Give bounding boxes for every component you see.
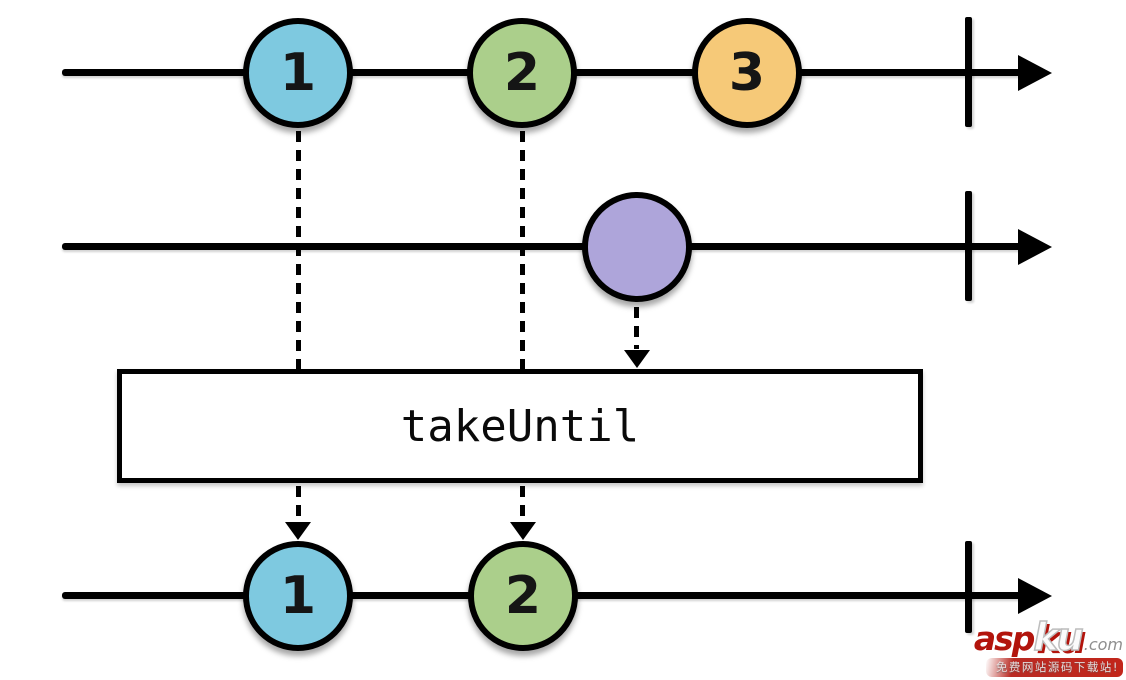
dashed-connector-notifier — [634, 307, 639, 349]
arrowhead-right-icon — [1018, 578, 1052, 614]
watermark: asp ku .com 免费网站源码下载站! — [973, 615, 1123, 677]
watermark-brand-mid: ku — [1033, 615, 1085, 659]
arrowhead-down-icon — [285, 522, 311, 540]
marble-label: 1 — [279, 566, 317, 626]
notifier-marble — [582, 192, 692, 302]
marble-label: 1 — [279, 43, 317, 103]
watermark-brand: asp ku .com — [973, 615, 1123, 659]
completion-bar-icon — [965, 541, 972, 633]
source-marble-2: 2 — [467, 18, 577, 128]
arrowhead-down-icon — [624, 350, 650, 368]
marble-label: 2 — [504, 566, 542, 626]
marble-label: 2 — [503, 43, 541, 103]
source-marble-1: 1 — [243, 18, 353, 128]
watermark-brand-suffix: .com — [1083, 635, 1123, 654]
watermark-tagline: 免费网站源码下载站! — [985, 658, 1123, 677]
notifier-timeline-line — [62, 243, 1038, 250]
source-marble-3: 3 — [692, 18, 802, 128]
output-marble-1: 1 — [243, 541, 353, 651]
arrowhead-down-icon — [510, 522, 536, 540]
dashed-connector-output2 — [520, 486, 525, 520]
operator-label: takeUntil — [400, 400, 640, 452]
marble-label: 3 — [728, 43, 766, 103]
arrowhead-right-icon — [1018, 229, 1052, 265]
completion-bar-icon — [965, 17, 972, 127]
dashed-connector-event1 — [296, 131, 301, 369]
watermark-brand-prefix: asp — [973, 619, 1036, 658]
dashed-connector-output1 — [296, 486, 301, 520]
dashed-connector-event2 — [520, 131, 525, 369]
output-marble-2: 2 — [468, 541, 578, 651]
operator-box: takeUntil — [117, 369, 923, 483]
completion-bar-icon — [965, 191, 972, 301]
arrowhead-right-icon — [1018, 55, 1052, 91]
